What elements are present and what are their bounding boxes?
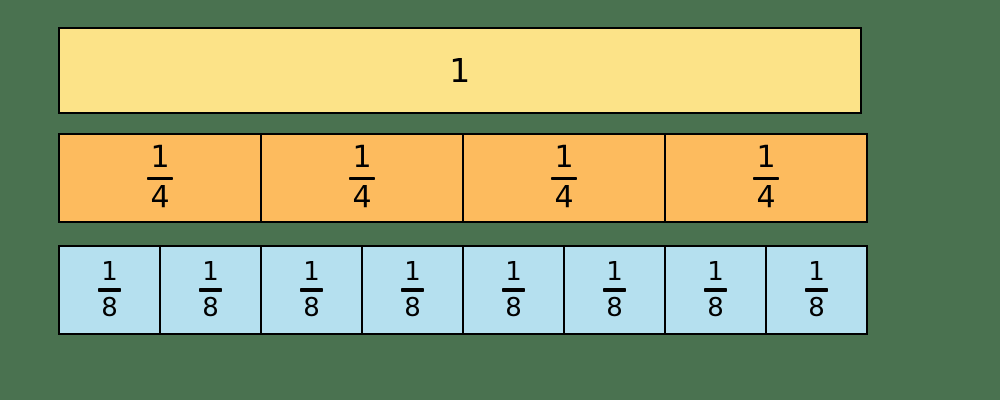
bar-cell-quarter-2[interactable]: 1 4 [262, 135, 464, 221]
fraction-numerator: 1 [756, 140, 776, 175]
bar-cell-eighth-6[interactable]: 1 8 [565, 247, 666, 333]
bar-cell-eighth-5[interactable]: 1 8 [464, 247, 565, 333]
fraction-denominator: 8 [404, 292, 421, 323]
fraction-bar [349, 177, 375, 180]
fraction-denominator: 8 [808, 292, 825, 323]
fraction-bar [401, 288, 424, 292]
fraction-one-eighth: 1 8 [704, 259, 727, 321]
fraction-numerator: 1 [404, 257, 421, 288]
fraction-numerator: 1 [554, 140, 574, 175]
bar-cell-eighth-8[interactable]: 1 8 [767, 247, 866, 333]
fraction-one-eighth: 1 8 [603, 259, 626, 321]
fraction-one-eighth: 1 8 [300, 259, 323, 321]
fraction-numerator: 1 [150, 140, 170, 175]
fraction-bar [753, 177, 779, 180]
fraction-one-quarter: 1 4 [753, 143, 779, 213]
fraction-bar [300, 288, 323, 292]
fraction-numerator: 1 [505, 257, 522, 288]
bar-row-whole: 1 [58, 27, 862, 114]
bar-cell-quarter-4[interactable]: 1 4 [666, 135, 866, 221]
bar-cell-eighth-2[interactable]: 1 8 [161, 247, 262, 333]
fraction-denominator: 8 [303, 292, 320, 323]
fraction-bar [147, 177, 173, 180]
fraction-bar [502, 288, 525, 292]
fraction-bar [603, 288, 626, 292]
fraction-one-eighth: 1 8 [98, 259, 121, 321]
fraction-denominator: 8 [707, 292, 724, 323]
fraction-one-eighth: 1 8 [502, 259, 525, 321]
fraction-numerator: 1 [202, 257, 219, 288]
fraction-bar [704, 288, 727, 292]
fraction-numerator: 1 [303, 257, 320, 288]
bar-cell-quarter-3[interactable]: 1 4 [464, 135, 666, 221]
bar-cell-eighth-3[interactable]: 1 8 [262, 247, 363, 333]
bar-row-quarters: 1 4 1 4 1 4 1 4 [58, 133, 868, 223]
fraction-bar [98, 288, 121, 292]
bar-cell-quarter-1[interactable]: 1 4 [60, 135, 262, 221]
bar-cell-eighth-7[interactable]: 1 8 [666, 247, 767, 333]
fraction-numerator: 1 [707, 257, 724, 288]
fraction-numerator: 1 [101, 257, 118, 288]
fraction-one-eighth: 1 8 [199, 259, 222, 321]
fraction-denominator: 8 [202, 292, 219, 323]
fraction-denominator: 8 [101, 292, 118, 323]
bar-cell-label-whole: 1 [449, 51, 471, 90]
fraction-bar [805, 288, 828, 292]
fraction-denominator: 4 [150, 180, 170, 215]
fraction-one-eighth: 1 8 [401, 259, 424, 321]
fraction-one-quarter: 1 4 [147, 143, 173, 213]
fraction-one-quarter: 1 4 [551, 143, 577, 213]
bar-cell-whole[interactable]: 1 [60, 29, 860, 112]
fraction-bar [551, 177, 577, 180]
bar-row-eighths: 1 8 1 8 1 8 1 8 [58, 245, 868, 335]
fraction-numerator: 1 [808, 257, 825, 288]
fraction-denominator: 4 [352, 180, 372, 215]
fraction-one-eighth: 1 8 [805, 259, 828, 321]
fraction-bar [199, 288, 222, 292]
fraction-denominator: 4 [554, 180, 574, 215]
bar-cell-eighth-1[interactable]: 1 8 [60, 247, 161, 333]
bar-cell-eighth-4[interactable]: 1 8 [363, 247, 464, 333]
fraction-numerator: 1 [606, 257, 623, 288]
fraction-denominator: 4 [756, 180, 776, 215]
fraction-numerator: 1 [352, 140, 372, 175]
fraction-one-quarter: 1 4 [349, 143, 375, 213]
fraction-denominator: 8 [505, 292, 522, 323]
fraction-denominator: 8 [606, 292, 623, 323]
